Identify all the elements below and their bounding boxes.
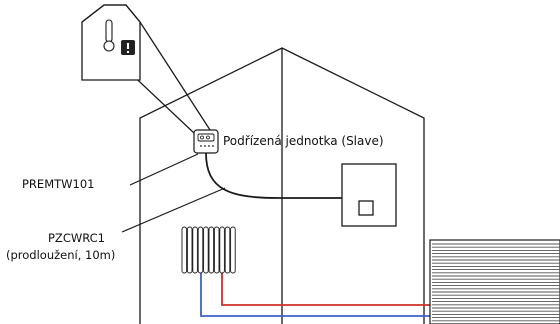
cable-note-label: (prodloužení, 10m) <box>6 248 116 262</box>
exclamation-icon <box>121 40 135 55</box>
remote-model-label: PREMTW101 <box>22 177 95 191</box>
radiator-fin <box>224 226 231 274</box>
connection-cable <box>205 152 342 199</box>
thermostat-house-icon <box>81 4 141 81</box>
radiator-fin <box>181 226 188 274</box>
indoor-unit-icon <box>341 163 397 227</box>
label-leader-lines <box>121 153 226 233</box>
radiator-icon <box>181 226 236 274</box>
radiator-fin <box>219 226 225 274</box>
radiator-fin <box>186 226 193 274</box>
radiator-fin <box>230 226 236 274</box>
radiator-fin <box>203 226 209 274</box>
wall-controller-icon <box>193 129 219 154</box>
slave-unit-label: Podřízená jednotka (Slave) <box>223 134 384 148</box>
thermometer-icon <box>103 19 115 52</box>
house-outline <box>139 47 425 324</box>
radiator-fin <box>213 226 220 274</box>
radiator-fin <box>197 226 204 274</box>
radiator-fin <box>208 226 215 274</box>
radiator-fin <box>192 226 198 274</box>
outdoor-unit-icon <box>429 239 560 324</box>
cable-model-label: PZCWRC1 <box>48 231 105 245</box>
